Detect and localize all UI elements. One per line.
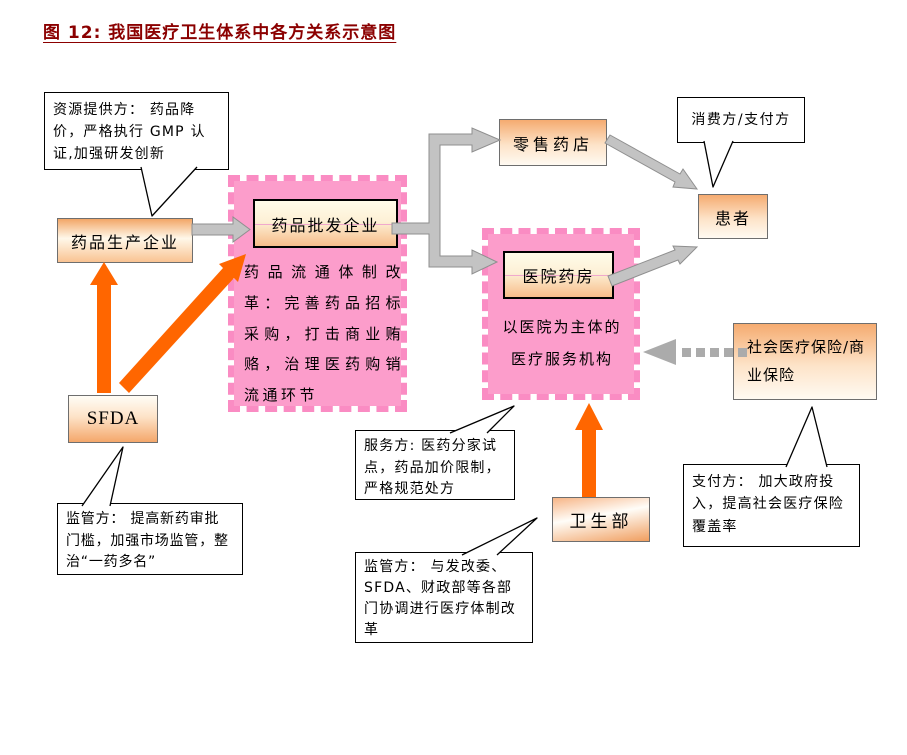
callout-payer: 支付方： 加大政府投入，提高社会医疗保险覆盖率 [683,464,860,547]
callout-service-provider: 服务方: 医药分家试点，药品加价限制，严格规范处方 [355,430,515,500]
node-drug-producer-label: 药品生产企业 [70,232,179,252]
node-patient-label: 患者 [714,208,751,228]
callout-resource-provider: 资源提供方： 药品降价，严格执行 GMP 认证,加强研发创新 [44,92,229,170]
tail-resource-callout [140,166,198,217]
arrow-sfda-to-producer [90,262,118,393]
distribution-reform-text: 药品流通体制改革：完善药品招标采购，打击商业贿赂，治理医药购销流通环节 [244,263,404,404]
node-sfda-label: SFDA [86,408,140,429]
dot [696,348,705,357]
tail-moh-regulator-callout [461,517,538,556]
dotted-arrowhead [643,339,676,365]
node-hospital-pharmacy-label: 医院药房 [522,267,595,286]
arrow-sfda-to-distribution [119,254,246,393]
hospital-description-text: 以医院为主体的医疗服务机构 [502,318,622,368]
callout-sfda-regulator: 监管方： 提高新药审批门槛，加强市场监管，整治“一药多名” [57,503,243,575]
node-insurance: 社会医疗保险/商业保险 [733,323,877,400]
node-drug-producer: 药品生产企业 [57,218,193,263]
node-ministry-of-health-label: 卫生部 [569,512,633,532]
node-sfda: SFDA [68,395,158,443]
tail-sfda-regulator-callout [81,446,124,507]
node-retail-pharmacy-label: 零售药店 [512,134,593,154]
group-hospital-services: 医院药房 以医院为主体的医疗服务机构 [482,228,640,400]
arrow-retail-to-patient [604,134,699,190]
group-distribution-reform: 药品批发企业 药品流通体制改革：完善药品招标采购，打击商业贿赂，治理医药购销流通… [228,175,407,412]
callout-moh-regulator: 监管方： 与发改委、SFDA、财政部等各部门协调进行医疗体制改革 [355,552,533,643]
callout-consumer-payer: 消费方/支付方 [677,97,805,143]
node-hospital-pharmacy: 医院药房 [503,251,614,299]
node-ministry-of-health: 卫生部 [552,497,650,542]
node-insurance-label: 社会医疗保险/商业保险 [747,337,866,384]
arrow-moh-to-hospital [575,403,603,497]
node-drug-wholesaler-label: 药品批发企业 [271,215,380,235]
dot [682,348,691,357]
tail-consumer-callout [703,140,734,188]
dot [710,348,719,357]
figure-title: 图 12: 我国医疗卫生体系中各方关系示意图 [43,23,397,43]
tail-payer-callout [785,406,828,468]
dot [724,348,733,357]
node-patient: 患者 [698,194,768,239]
dotted-arrow-insurance-to-hospital [643,339,747,365]
node-drug-wholesaler: 药品批发企业 [253,199,398,248]
node-retail-pharmacy: 零售药店 [499,119,607,166]
tail-service-callout [449,405,515,434]
